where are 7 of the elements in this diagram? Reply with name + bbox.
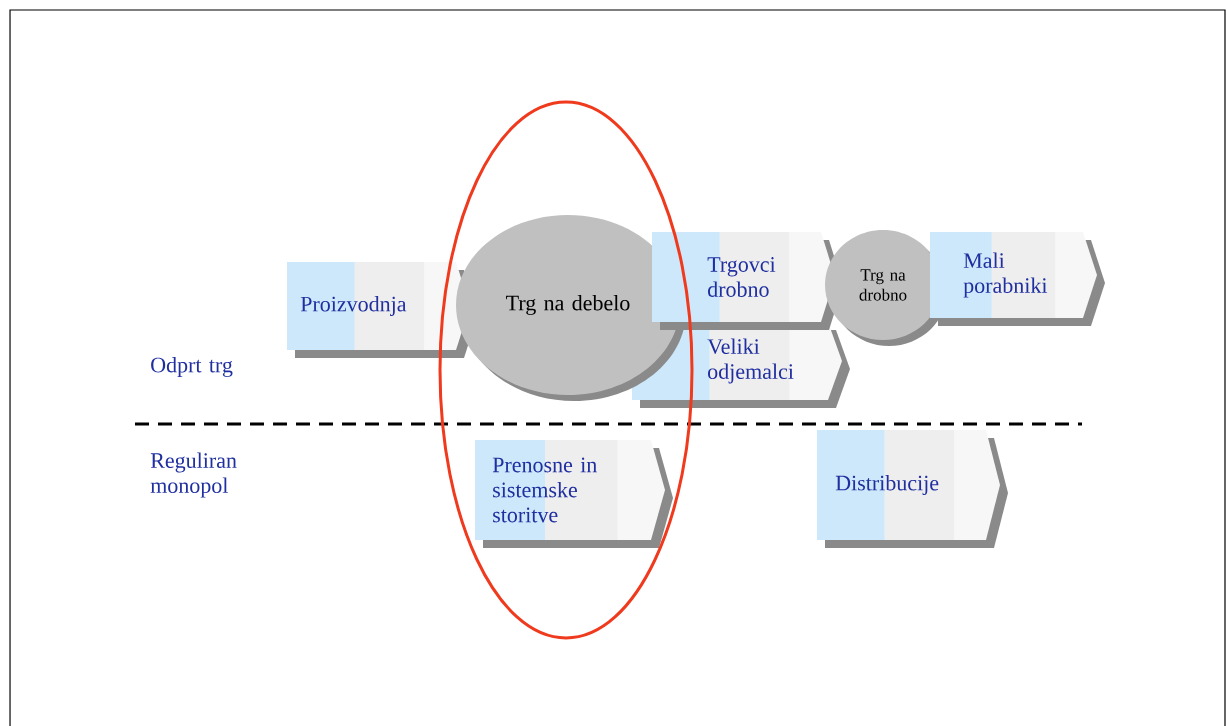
chevron-box: Prenosne in sistemske storitve <box>475 440 673 548</box>
row-label: Reguliran monopol <box>150 452 237 498</box>
chevron-box: Distribucije <box>817 430 1008 548</box>
chevron-box: Trgovci drobno <box>652 232 843 330</box>
row-label: Odprt trg <box>151 357 233 377</box>
chevron-box: Proizvodnja <box>287 262 478 358</box>
chevron-box: Mali porabniki <box>930 232 1105 326</box>
